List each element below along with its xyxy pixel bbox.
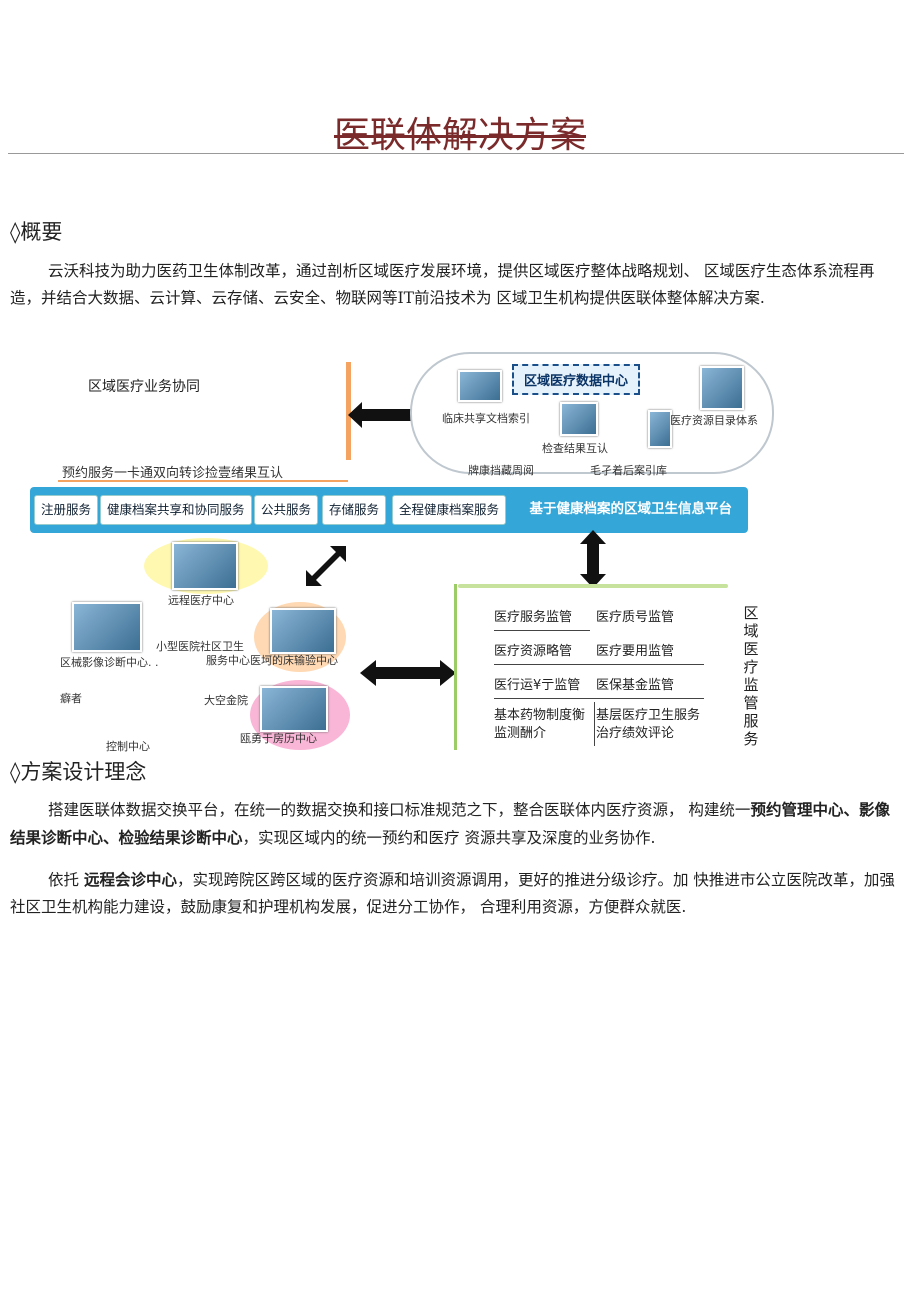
service-public: 公共服务 (254, 495, 319, 525)
monitor-cell-3: 医疗资源略管 (494, 644, 573, 659)
title-divider (8, 153, 904, 154)
p2-sep-1: 、 (843, 800, 859, 819)
monitor-divider-3 (494, 698, 704, 699)
p2-text-c: ，实现区域内的统一预约和医疗 资源共享及深度的业务协作. (242, 829, 656, 847)
dc-item-1: 临床共享文档索引 (442, 412, 530, 425)
overview-paragraph: 云沃科技为助力医药卫生体制改革，通过剖析区域医疗发展环境，提供区域医疗整体战略规… (10, 262, 875, 307)
doctor-photo-icon (700, 366, 744, 410)
design-paragraph-1: 搭建医联体数据交换平台，在统一的数据交换和接口标准规范之下，整合医联体内医疗资源… (10, 796, 902, 852)
p2-bold-imaging: 影像结果诊断中心 (10, 800, 890, 847)
monitor-side-title: 区域医疗监管服务 (743, 604, 759, 748)
bidirectional-arrow-bottom (360, 660, 456, 686)
dc-item-2: 检查结果互认 (542, 442, 608, 455)
design-paragraph-2: 依托 远程会诊中心，实现跨院区跨区域的医疗资源和培训资源调用，更好的推进分级诊疗… (10, 866, 902, 921)
platform-bar: 注册服务 健康档案共享和协同服务 公共服务 存储服务 全程健康档案服务 基于健康… (30, 487, 748, 533)
dc-item-3: 医疗资源目录体系 (670, 414, 758, 427)
imaging-center-photo (72, 602, 142, 652)
supervision-box (454, 584, 747, 750)
monitor-divider-2 (494, 664, 704, 665)
note-patient: 癖者 (60, 692, 82, 705)
bidirectional-arrow-top (348, 402, 426, 428)
clinic-photo (270, 608, 336, 654)
dc-item-5: 毛孑着后案引库 (590, 464, 667, 477)
platform-title: 基于健康档案的区域卫生信息平台 (529, 501, 733, 517)
monitor-cell-6: 医保基金监管 (596, 678, 675, 693)
monitor-cell-1: 医疗服务监管 (494, 610, 573, 625)
monitor-cell-4: 医疗要用监管 (596, 644, 675, 659)
server-icon (648, 410, 672, 448)
p2-bold-lab: 检验结果诊断中心 (118, 828, 243, 847)
datacenter-title: 区域医疗数据中心 (512, 364, 641, 395)
section-heading-design: ◊方案设计理念 (10, 760, 147, 784)
p2-sep-2: 、 (103, 828, 119, 847)
computer-icon (458, 370, 502, 402)
architecture-diagram: 区域医疗业务协同 区域医疗数据中心 临床共享文档索引 医疗资源目录体系 检查结果… (30, 352, 774, 753)
orange-divider (346, 362, 351, 460)
p3-text-c: ，实现跨院区跨区域的医疗资源和培训资源调用，更好的推进分级诊疗。加 快推进市公立… (10, 871, 895, 916)
p2-bold-booking: 预约管理中心 (750, 800, 844, 819)
p3-bold-remote: 远程会诊中心 (83, 870, 177, 889)
service-storage: 存储服务 (322, 495, 387, 525)
service-register: 注册服务 (34, 495, 99, 525)
lab-center-label: 服务中心医坷的床输验中心 (206, 654, 338, 667)
monitor-cell-8: 基层医疗卫生服务治疗绩效评论 (596, 708, 701, 741)
vertical-arrow (580, 530, 606, 588)
doctors-photo-icon (560, 402, 598, 436)
imaging-center-label: 区械影像诊断中心. . (60, 656, 159, 669)
hospital-label: 大空金院 (204, 694, 248, 707)
monitor-divider-v (594, 702, 595, 746)
control-center-label: 控制中心 (106, 740, 150, 753)
remote-center-photo (172, 542, 238, 590)
diagonal-arrow (306, 546, 346, 586)
supervision-top-border (458, 584, 728, 588)
services-underline (58, 480, 348, 482)
monitor-cell-7: 基本药物制度衡监测酬介 (494, 708, 586, 741)
monitor-cell-2: 医疗质号监管 (596, 610, 675, 625)
remote-center-label: 远程医疗中心 (168, 594, 234, 607)
monitor-divider-1 (494, 630, 590, 631)
section-heading-overview: ◊概要 (10, 220, 63, 244)
monitor-cell-5: 医行运¥亍监管 (494, 678, 581, 693)
records-center-label: 瓯勇于房历中心 (240, 732, 317, 745)
p3-text-a: 依托 (48, 871, 84, 889)
clinic-label: 小型医院社区卫生 (156, 640, 244, 653)
services-line: 预约服务一卡通双向转诊捡壹绪果互认 (62, 466, 284, 481)
region-collab-label: 区域医疗业务协同 (88, 379, 200, 395)
service-health-record-sharing: 健康档案共享和协同服务 (100, 495, 252, 525)
dc-item-4: 牌康挡藏周阅 (468, 464, 534, 477)
service-full-record: 全程健康档案服务 (392, 495, 507, 525)
hospital-photo (260, 686, 328, 732)
document-title: 医联体解决方案 (333, 115, 586, 156)
datacenter-cloud: 区域医疗数据中心 临床共享文档索引 医疗资源目录体系 检查结果互认 (410, 352, 774, 474)
p2-text-a: 搭建医联体数据交换平台，在统一的数据交换和接口标准规范之下，整合医联体内医疗资源… (48, 801, 751, 819)
